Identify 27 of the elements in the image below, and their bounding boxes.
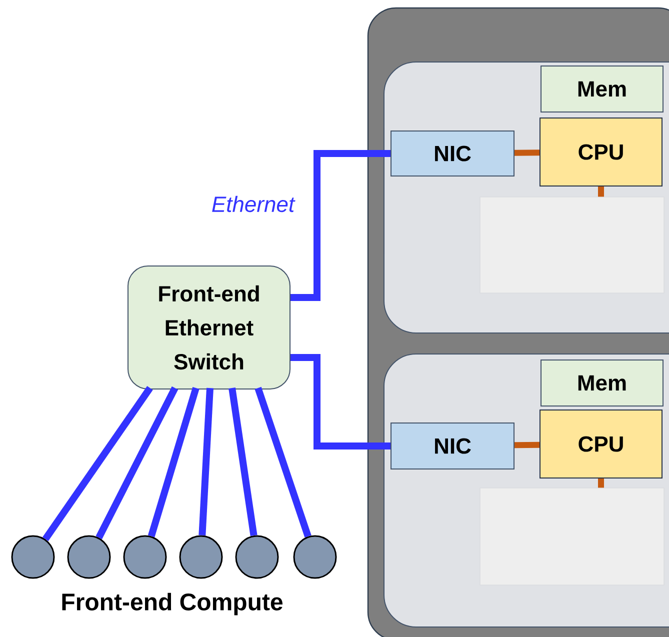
ethernet-cable <box>96 386 178 540</box>
switch-box: Front-end Ethernet Switch <box>128 266 290 390</box>
cpu-box: CPU <box>540 410 662 478</box>
compute-node-circle <box>179 535 223 579</box>
nic-box: NIC <box>390 422 514 470</box>
ethernet-cable <box>198 388 214 536</box>
cpu-box: CPU <box>540 118 662 186</box>
nic-box: NIC <box>390 130 514 176</box>
edge-label: Ethernet <box>210 194 296 214</box>
memory-box: Mem <box>540 66 664 112</box>
compute-node-circle <box>67 535 111 579</box>
blank-area <box>480 488 664 586</box>
memory-box: Mem <box>540 360 664 406</box>
compute-node-circle <box>123 535 167 579</box>
bus-link <box>514 150 540 156</box>
compute-node-circle <box>293 535 337 579</box>
bus-link <box>514 442 540 448</box>
ethernet-cable <box>148 387 200 538</box>
bus-link <box>598 478 604 488</box>
compute-node-circle <box>235 535 279 579</box>
ethernet-cable <box>42 386 153 542</box>
ethernet-cable <box>228 388 258 536</box>
bus-link <box>598 186 604 197</box>
ethernet-cable <box>254 386 312 538</box>
blank-area <box>480 196 664 294</box>
group-caption: Front-end Compute <box>62 592 282 616</box>
compute-node-circle <box>11 535 55 579</box>
